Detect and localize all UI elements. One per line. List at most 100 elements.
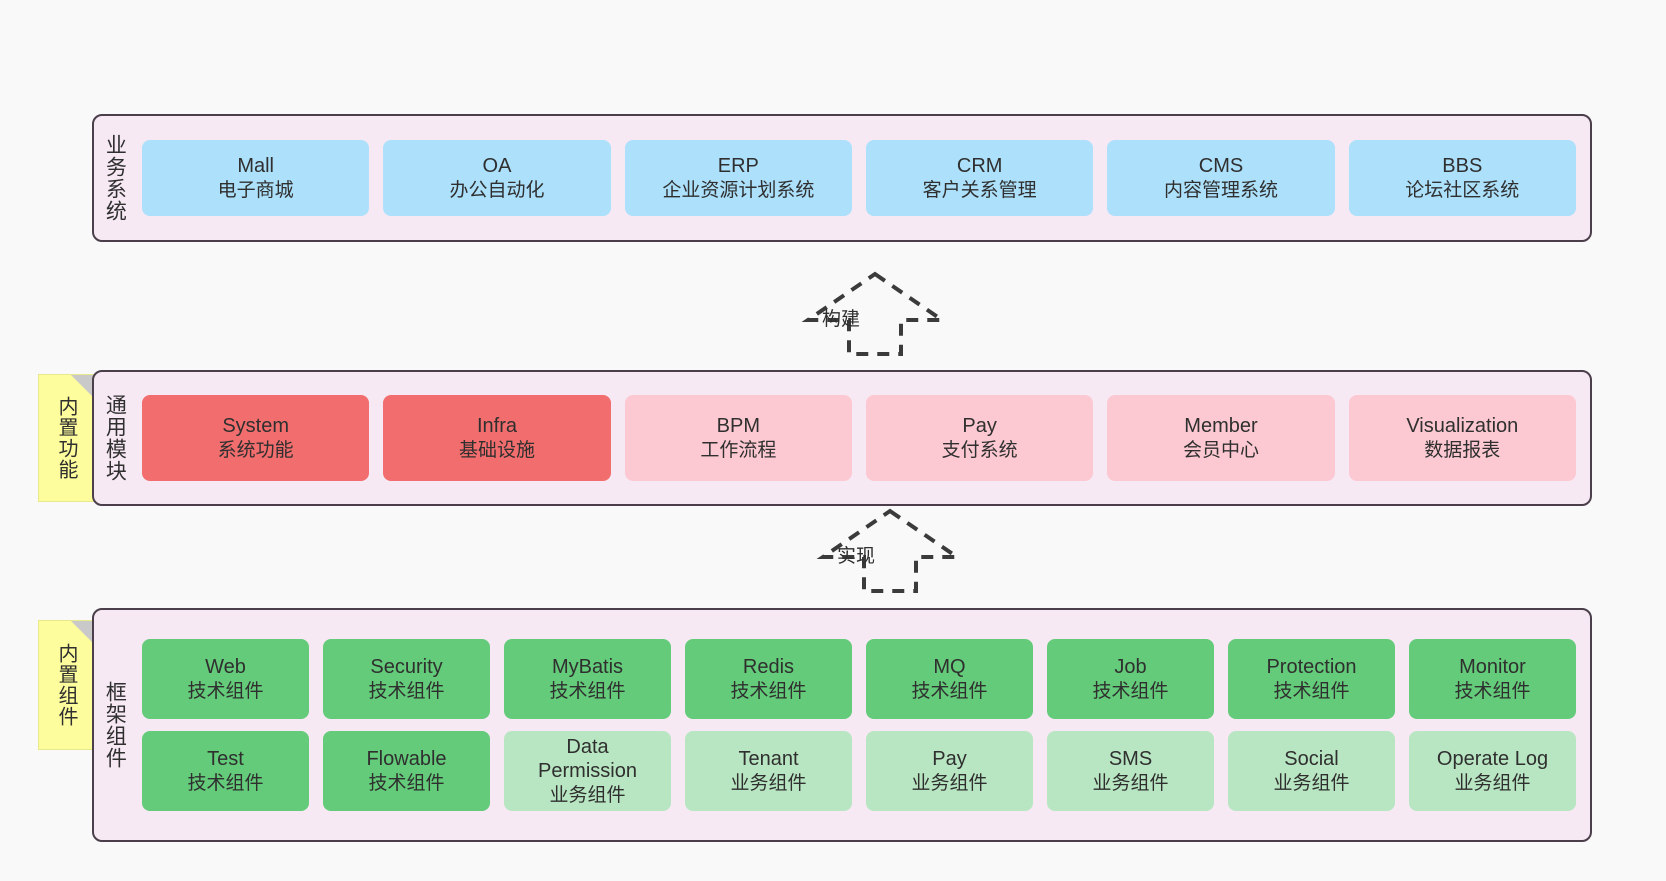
card-operate-log[interactable]: Operate Log 业务组件: [1409, 731, 1576, 811]
layer-common-module-title: 通用模块: [103, 394, 127, 482]
card-mybatis[interactable]: MyBatis 技术组件: [504, 639, 671, 719]
card-pay-module-name: Pay: [962, 415, 997, 438]
card-data-permission-name: Data Permission: [538, 736, 637, 783]
layer-business-system: 业务系统 Mall 电子商城 OA 办公自动化 ERP 企业资源计划系统 CRM…: [92, 114, 1592, 242]
sticky-note-builtin-function-label: 内置功能: [55, 396, 77, 480]
module-row: System 系统功能 Infra 基础设施 BPM 工作流程 Pay 支付系统…: [142, 395, 1576, 481]
card-visualization[interactable]: Visualization 数据报表: [1348, 395, 1576, 481]
card-monitor-desc: 技术组件: [1454, 680, 1531, 702]
card-infra[interactable]: Infra 基础设施: [383, 395, 611, 481]
card-security[interactable]: Security 技术组件: [323, 639, 490, 719]
framework-row-tech: Web 技术组件 Security 技术组件 MyBatis 技术组件 Redi…: [142, 639, 1576, 719]
card-infra-desc: 基础设施: [458, 439, 535, 461]
card-member-desc: 会员中心: [1182, 439, 1259, 461]
card-web-name: Web: [205, 656, 246, 679]
card-sms[interactable]: SMS 业务组件: [1047, 731, 1214, 811]
card-protection[interactable]: Protection 技术组件: [1228, 639, 1395, 719]
connector-build-label: 构建: [822, 309, 861, 330]
card-mybatis-name: MyBatis: [551, 656, 624, 679]
card-security-desc: 技术组件: [368, 680, 445, 702]
card-social-desc: 业务组件: [1273, 772, 1350, 794]
card-pay-component[interactable]: Pay 业务组件: [866, 731, 1033, 811]
layer-common-module: 通用模块 System 系统功能 Infra 基础设施 BPM 工作流程 Pay…: [92, 370, 1592, 506]
note-fold-icon: [71, 375, 93, 397]
card-cms[interactable]: CMS 内容管理系统: [1107, 140, 1335, 216]
card-cms-name: CMS: [1198, 155, 1244, 178]
card-flowable-name: Flowable: [366, 748, 447, 771]
card-cms-desc: 内容管理系统: [1163, 179, 1278, 201]
card-tenant-name: Tenant: [738, 748, 799, 771]
card-erp[interactable]: ERP 企业资源计划系统: [624, 140, 852, 216]
layer-business-system-title: 业务系统: [103, 134, 127, 222]
card-infra-name: Infra: [476, 415, 517, 438]
card-pay-component-name: Pay: [932, 748, 967, 771]
card-social[interactable]: Social 业务组件: [1228, 731, 1395, 811]
business-row: Mall 电子商城 OA 办公自动化 ERP 企业资源计划系统 CRM 客户关系…: [142, 140, 1576, 216]
card-pay-module[interactable]: Pay 支付系统: [865, 395, 1094, 481]
card-test-desc: 技术组件: [187, 772, 264, 794]
card-monitor-name: Monitor: [1459, 656, 1526, 679]
card-oa-desc: 办公自动化: [449, 179, 545, 201]
layer-business-system-body: Mall 电子商城 OA 办公自动化 ERP 企业资源计划系统 CRM 客户关系…: [134, 116, 1590, 240]
card-redis[interactable]: Redis 技术组件: [685, 639, 852, 719]
card-mall[interactable]: Mall 电子商城: [142, 140, 370, 216]
layer-common-module-body: System 系统功能 Infra 基础设施 BPM 工作流程 Pay 支付系统…: [134, 372, 1590, 504]
card-system-name: System: [222, 415, 289, 438]
card-web[interactable]: Web 技术组件: [142, 639, 309, 719]
sticky-note-builtin-component-label: 内置组件: [55, 643, 77, 727]
card-redis-desc: 技术组件: [730, 680, 807, 702]
sticky-note-builtin-component: 内置组件: [38, 620, 94, 750]
layer-framework-component-body: Web 技术组件 Security 技术组件 MyBatis 技术组件 Redi…: [134, 610, 1590, 840]
card-erp-desc: 企业资源计划系统: [662, 179, 815, 201]
card-visualization-desc: 数据报表: [1424, 439, 1501, 461]
card-operate-log-desc: 业务组件: [1454, 772, 1531, 794]
card-member[interactable]: Member 会员中心: [1107, 395, 1335, 481]
card-bpm[interactable]: BPM 工作流程: [624, 395, 852, 481]
card-bpm-name: BPM: [716, 415, 760, 438]
card-mall-name: Mall: [237, 155, 274, 178]
card-bbs[interactable]: BBS 论坛社区系统: [1348, 140, 1576, 216]
card-tenant[interactable]: Tenant 业务组件: [685, 731, 852, 811]
note-fold-icon: [71, 621, 93, 643]
card-mall-desc: 电子商城: [217, 179, 294, 201]
card-job-desc: 技术组件: [1092, 680, 1169, 702]
card-redis-name: Redis: [742, 656, 795, 679]
connector-implement-label: 实现: [837, 546, 876, 567]
card-data-permission[interactable]: Data Permission 业务组件: [504, 731, 671, 811]
card-job-name: Job: [1114, 656, 1147, 679]
card-pay-component-desc: 业务组件: [911, 772, 988, 794]
card-flowable-desc: 技术组件: [368, 772, 445, 794]
card-test-name: Test: [207, 748, 244, 771]
card-visualization-name: Visualization: [1406, 415, 1519, 438]
card-mq[interactable]: MQ 技术组件: [866, 639, 1033, 719]
card-crm-desc: 客户关系管理: [922, 179, 1037, 201]
card-pay-module-desc: 支付系统: [941, 439, 1018, 461]
card-job[interactable]: Job 技术组件: [1047, 639, 1214, 719]
card-protection-desc: 技术组件: [1273, 680, 1350, 702]
card-tenant-desc: 业务组件: [730, 772, 807, 794]
card-operate-log-name: Operate Log: [1436, 748, 1549, 771]
card-oa[interactable]: OA 办公自动化: [383, 140, 611, 216]
framework-row-business: Test 技术组件 Flowable 技术组件 Data Permission …: [142, 731, 1576, 811]
layer-framework-component-title: 框架组件: [103, 681, 127, 769]
card-oa-name: OA: [482, 155, 512, 178]
card-bpm-desc: 工作流程: [700, 439, 777, 461]
card-sms-desc: 业务组件: [1092, 772, 1169, 794]
card-social-name: Social: [1284, 748, 1339, 771]
card-mybatis-desc: 技术组件: [549, 680, 626, 702]
layer-framework-component: 框架组件 Web 技术组件 Security 技术组件 MyBatis 技术组件…: [92, 608, 1592, 842]
card-data-permission-desc: 业务组件: [549, 784, 626, 806]
card-sms-name: SMS: [1108, 748, 1153, 771]
sticky-note-builtin-function: 内置功能: [38, 374, 94, 502]
card-member-name: Member: [1184, 415, 1258, 438]
card-system[interactable]: System 系统功能: [142, 395, 370, 481]
card-crm[interactable]: CRM 客户关系管理: [865, 140, 1094, 216]
connector-implement: 实现: [815, 505, 965, 595]
card-web-desc: 技术组件: [187, 680, 264, 702]
card-erp-name: ERP: [717, 155, 759, 178]
card-monitor[interactable]: Monitor 技术组件: [1409, 639, 1576, 719]
card-flowable[interactable]: Flowable 技术组件: [323, 731, 490, 811]
card-test[interactable]: Test 技术组件: [142, 731, 309, 811]
connector-build: 构建: [800, 268, 950, 358]
